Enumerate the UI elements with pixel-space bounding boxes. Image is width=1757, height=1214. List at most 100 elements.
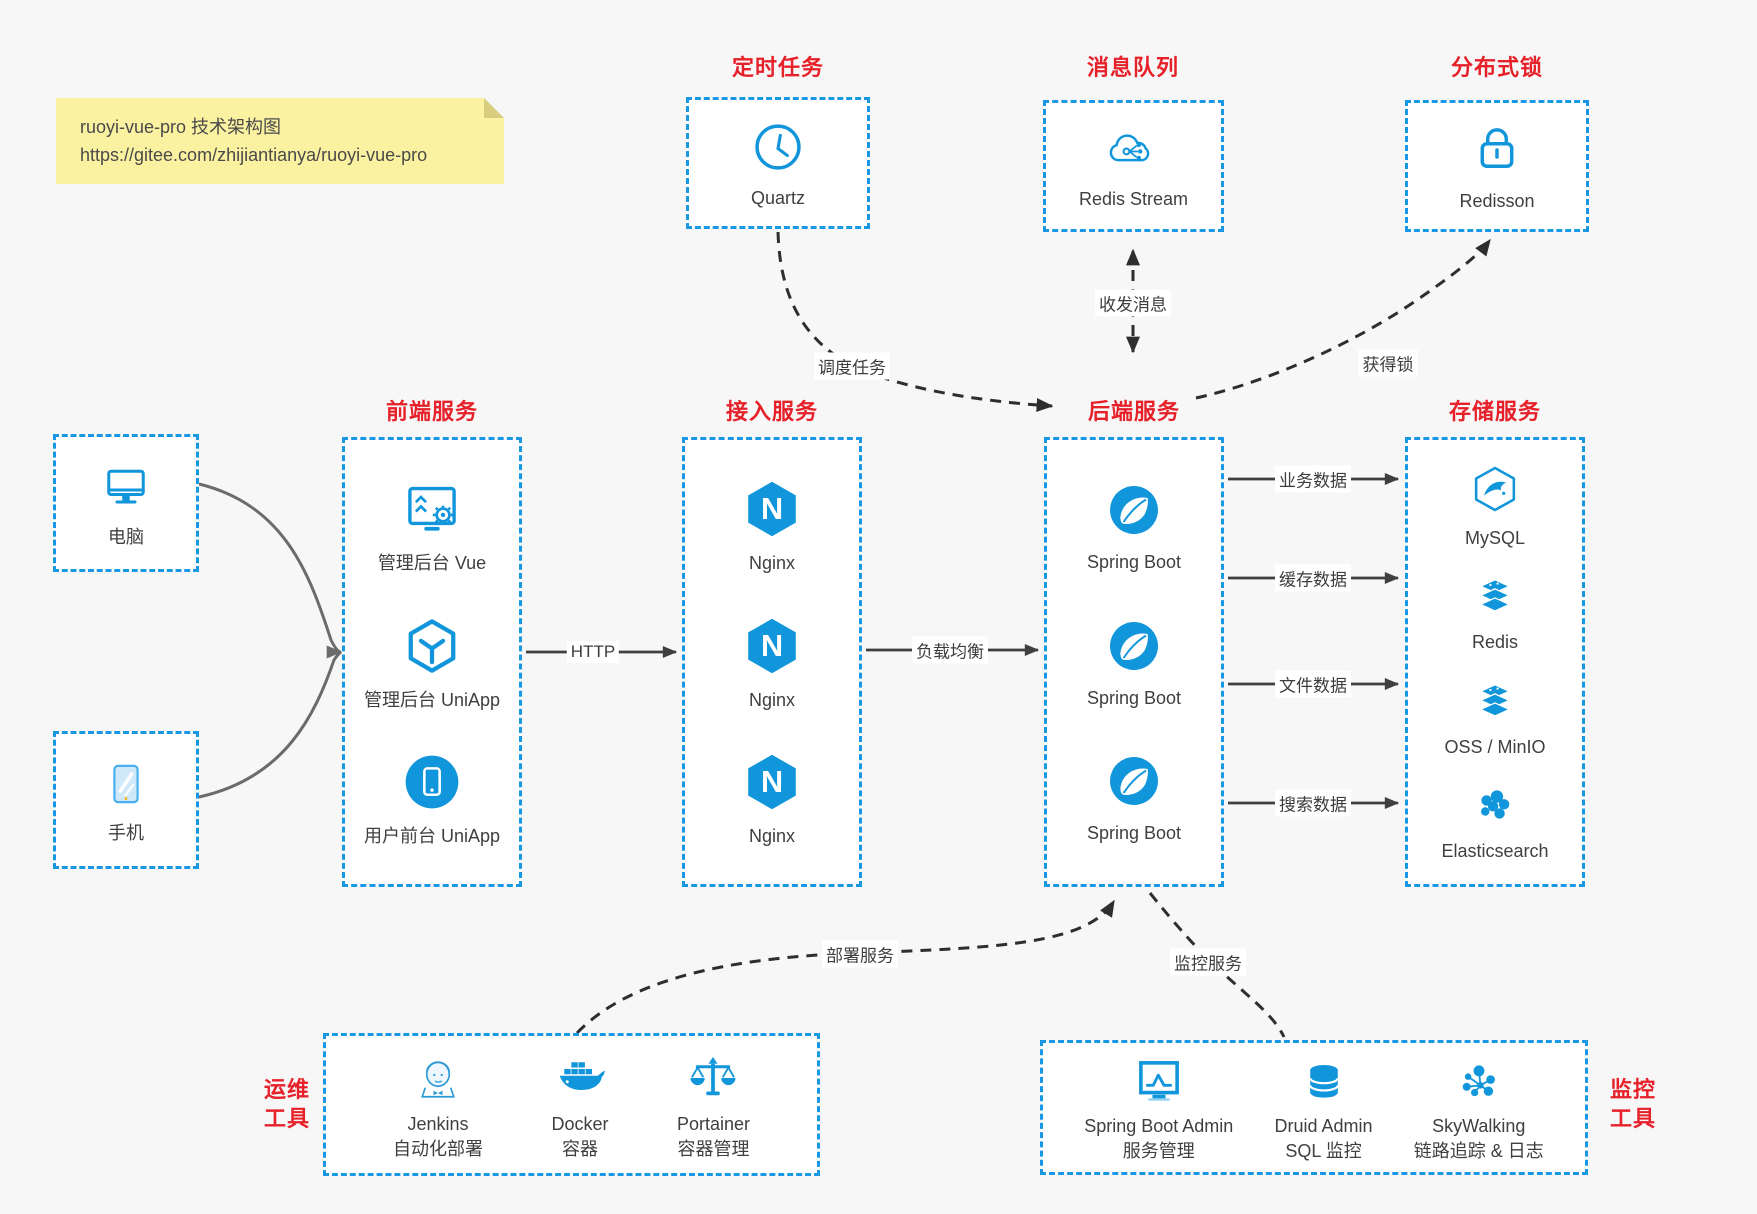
node-label: Quartz xyxy=(750,187,806,208)
section-title-scheduler: 定时任务 xyxy=(731,55,825,80)
section-title-ops: 运维 工具 xyxy=(263,1077,311,1131)
monitor-chart-icon xyxy=(1130,1052,1188,1110)
section-title-monitoring: 监控 工具 xyxy=(1609,1077,1657,1131)
node-elasticsearch: Elasticsearch xyxy=(1441,779,1549,864)
nginx-icon xyxy=(738,612,806,680)
node-label: 手机 xyxy=(108,822,144,843)
node-redisson: Redisson xyxy=(1459,119,1535,214)
node-jenkins: Jenkins 自动化部署 xyxy=(393,1048,483,1162)
box-ops-tools: Jenkins 自动化部署 Docker 容器 Portainer 容器管理 xyxy=(323,1033,820,1176)
box-gateway: Nginx Nginx Nginx xyxy=(682,437,862,887)
spring-boot-icon xyxy=(1102,478,1166,542)
jenkins-icon xyxy=(408,1048,468,1108)
node-portainer: Portainer 容器管理 xyxy=(677,1048,750,1162)
node-spring-boot-admin: Spring Boot Admin 服务管理 xyxy=(1084,1052,1233,1164)
box-scheduler: Quartz xyxy=(686,97,870,229)
node-label: Docker 容器 xyxy=(551,1113,609,1159)
node-label: Portainer 容器管理 xyxy=(676,1113,750,1159)
node-label: OSS / MinIO xyxy=(1444,736,1546,757)
node-nginx-2: Nginx xyxy=(738,612,806,713)
edge-label-business-data: 业务数据 xyxy=(1275,465,1351,493)
edge-label-http: HTTP xyxy=(566,641,620,663)
node-springboot-3: Spring Boot xyxy=(1087,749,1181,846)
box-lock: Redisson xyxy=(1405,100,1589,232)
node-admin-uniapp: 管理后台 UniApp xyxy=(364,612,500,713)
edge-acquire-lock xyxy=(1195,238,1492,400)
nginx-icon xyxy=(738,748,806,816)
node-label: Elasticsearch xyxy=(1441,841,1549,862)
node-label: Redisson xyxy=(1459,190,1535,211)
node-oss-minio: OSS / MinIO xyxy=(1444,675,1546,760)
node-pc: 电脑 xyxy=(96,457,156,550)
redis-stack-icon xyxy=(1467,570,1523,622)
edge-label-deploy-service: 部署服务 xyxy=(822,940,898,968)
nginx-icon xyxy=(738,475,806,543)
smartphone-icon xyxy=(97,755,155,813)
box-client-mobile: 手机 xyxy=(53,731,199,869)
box-client-pc: 电脑 xyxy=(53,434,199,572)
node-label: Spring Boot xyxy=(1086,552,1182,573)
desktop-icon xyxy=(96,457,156,517)
section-title-backend: 后端服务 xyxy=(1087,399,1181,424)
uniapp-cube-icon xyxy=(398,612,466,680)
node-label: 管理后台 Vue xyxy=(377,553,487,574)
topology-icon xyxy=(1450,1052,1508,1110)
node-springboot-1: Spring Boot xyxy=(1087,478,1181,575)
elasticsearch-icon xyxy=(1467,779,1523,831)
edge-label-schedule-task: 调度任务 xyxy=(814,352,890,380)
node-nginx-1: Nginx xyxy=(738,475,806,576)
node-label: Nginx xyxy=(748,689,796,710)
node-label: 用户前台 UniApp xyxy=(363,825,501,846)
node-admin-vue: 管理后台 Vue xyxy=(378,475,486,576)
node-springboot-2: Spring Boot xyxy=(1087,614,1181,711)
node-label: SkyWalking 链路追踪 & 日志 xyxy=(1413,1115,1544,1161)
edge-schedule-task xyxy=(776,231,1054,412)
node-label: Spring Boot xyxy=(1086,822,1182,843)
scales-icon xyxy=(683,1048,743,1108)
node-label: Druid Admin SQL 监控 xyxy=(1274,1115,1373,1161)
note-title: ruoyi-vue-pro 技术架构图 xyxy=(80,117,282,137)
edge-label-monitor-service: 监控服务 xyxy=(1170,948,1246,976)
edge-label-file-data: 文件数据 xyxy=(1275,670,1351,698)
node-mobile: 手机 xyxy=(97,755,155,846)
clock-icon xyxy=(747,116,809,178)
edge-label-send-receive-message: 收发消息 xyxy=(1095,289,1171,317)
node-label: Nginx xyxy=(748,825,796,846)
spring-boot-icon xyxy=(1102,749,1166,813)
node-label: Spring Boot xyxy=(1086,687,1182,708)
node-label: Redis xyxy=(1471,632,1519,653)
node-skywalking: SkyWalking 链路追踪 & 日志 xyxy=(1414,1052,1544,1164)
edge-monitor-service xyxy=(1148,892,1286,1038)
node-nginx-3: Nginx xyxy=(738,748,806,849)
note-url[interactable]: https://gitee.com/zhijiantianya/ruoyi-vu… xyxy=(80,145,428,165)
node-docker: Docker 容器 xyxy=(550,1048,610,1162)
node-label: Spring Boot Admin 服务管理 xyxy=(1084,1115,1234,1161)
edge-label-load-balance: 负载均衡 xyxy=(912,636,988,664)
edge-label-acquire-lock: 获得锁 xyxy=(1358,349,1418,377)
mysql-icon xyxy=(1466,460,1524,518)
box-backend: Spring Boot Spring Boot Spring Boot xyxy=(1044,437,1224,887)
node-mysql: MySQL xyxy=(1465,460,1525,551)
node-label: Nginx xyxy=(748,553,796,574)
node-user-uniapp: 用户前台 UniApp xyxy=(364,748,500,849)
section-title-lock: 分布式锁 xyxy=(1450,55,1544,80)
section-title-frontend: 前端服务 xyxy=(385,399,479,424)
lock-icon xyxy=(1466,119,1528,181)
node-quartz: Quartz xyxy=(747,116,809,211)
node-redis-stream: Redis Stream xyxy=(1079,121,1188,212)
box-mq: Redis Stream xyxy=(1043,100,1224,232)
box-storage: MySQL Redis OSS / MinIO Elasticsearch xyxy=(1405,437,1585,887)
object-storage-icon xyxy=(1467,675,1523,727)
edge-pc-to-frontend xyxy=(198,482,343,659)
section-title-storage: 存储服务 xyxy=(1448,399,1542,424)
edge-label-cache-data: 缓存数据 xyxy=(1275,564,1351,592)
node-label: 电脑 xyxy=(108,526,144,547)
node-label: Redis Stream xyxy=(1078,188,1189,209)
edge-mobile-to-frontend xyxy=(198,650,342,799)
node-label: MySQL xyxy=(1464,527,1525,548)
edge-label-search-data: 搜索数据 xyxy=(1275,789,1351,817)
admin-console-icon xyxy=(398,475,466,543)
node-redis: Redis xyxy=(1467,570,1523,655)
node-druid-admin: Druid Admin SQL 监控 xyxy=(1275,1052,1373,1164)
